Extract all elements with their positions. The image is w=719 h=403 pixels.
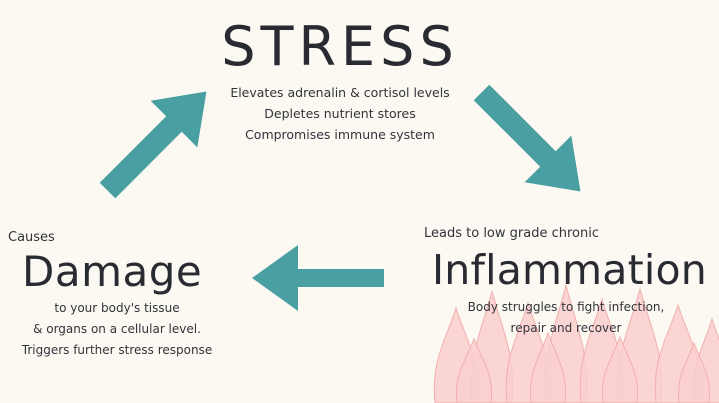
- inflammation-description: Body struggles to fight infection, repai…: [454, 297, 678, 339]
- damage-title: Damage: [22, 247, 203, 296]
- inflammation-line: Body struggles to fight infection,: [467, 300, 665, 314]
- flame-icon: [529, 331, 567, 403]
- inflammation-line: repair and recover: [510, 321, 622, 335]
- stress-line: Depletes nutrient stores: [264, 106, 416, 121]
- arrow-left-icon: [252, 245, 384, 311]
- damage-prefix: Causes: [8, 230, 55, 245]
- damage-line: & organs on a cellular level.: [33, 322, 201, 336]
- damage-description: to your body's tissue & organs on a cell…: [4, 298, 230, 361]
- flame-icon: [601, 335, 639, 403]
- flame-icon: [455, 337, 493, 403]
- inflammation-prefix: Leads to low grade chronic: [424, 226, 599, 241]
- stress-line: Elevates adrenalin & cortisol levels: [230, 85, 450, 100]
- stress-line: Compromises immune system: [245, 127, 435, 142]
- arrow-down-right-icon: [473, 84, 581, 192]
- inflammation-title: Inflammation: [432, 246, 707, 294]
- flame-icon: [677, 341, 711, 403]
- arrow-up-right-icon: [99, 91, 207, 199]
- stress-description: Elevates adrenalin & cortisol levels Dep…: [180, 82, 500, 145]
- damage-line: Triggers further stress response: [21, 343, 213, 357]
- damage-line: to your body's tissue: [54, 301, 180, 315]
- stress-title: STRESS: [221, 15, 459, 78]
